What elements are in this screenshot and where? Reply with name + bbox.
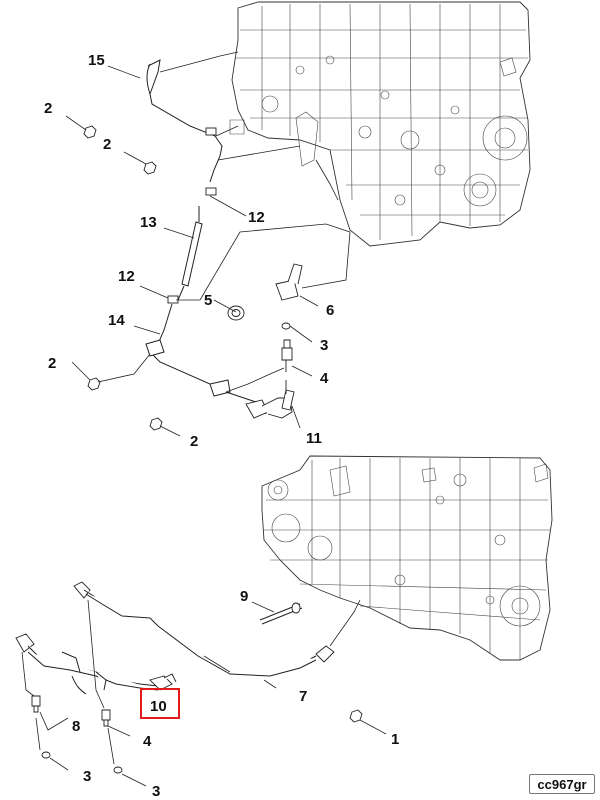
callout-2-upper-left: 2 [44,100,52,117]
callout-3-lower-left: 3 [83,768,91,785]
reference-code-label: cc967gr [529,774,595,794]
highlight-box-10 [140,688,180,719]
callout-11: 11 [306,430,322,447]
upper-pipe-assembly [83,59,303,431]
callout-15: 15 [88,52,105,69]
callout-12-upper: 12 [248,209,265,226]
lower-leader-lines [21,599,387,787]
callout-3-upper: 3 [320,337,328,354]
callout-10: 10 [150,698,167,715]
callout-8: 8 [72,718,80,735]
callout-6: 6 [326,302,334,319]
callout-1: 1 [391,731,399,748]
callout-5: 5 [204,292,212,309]
callout-7: 7 [299,688,307,705]
upper-leader-lines [65,51,351,437]
callout-13: 13 [140,214,157,231]
lower-callouts: 9 7 10 8 4 1 3 3 [72,588,399,800]
lower-engine-block [261,455,553,661]
callout-9: 9 [240,588,248,605]
callout-2-middle-left: 2 [48,355,56,372]
callout-3-lower-right: 3 [152,783,160,800]
callout-2-bottom: 2 [190,433,198,450]
callout-14: 14 [108,312,125,329]
upper-callouts: 15 2 2 13 12 12 5 6 14 3 2 4 2 11 [44,52,334,450]
callout-2-upper: 2 [103,136,111,153]
callout-12-lower: 12 [118,268,135,285]
callout-4-upper: 4 [320,370,329,387]
lower-pipe-assembly [15,581,363,774]
upper-engine-block [229,1,531,247]
callout-4-lower: 4 [143,733,152,750]
